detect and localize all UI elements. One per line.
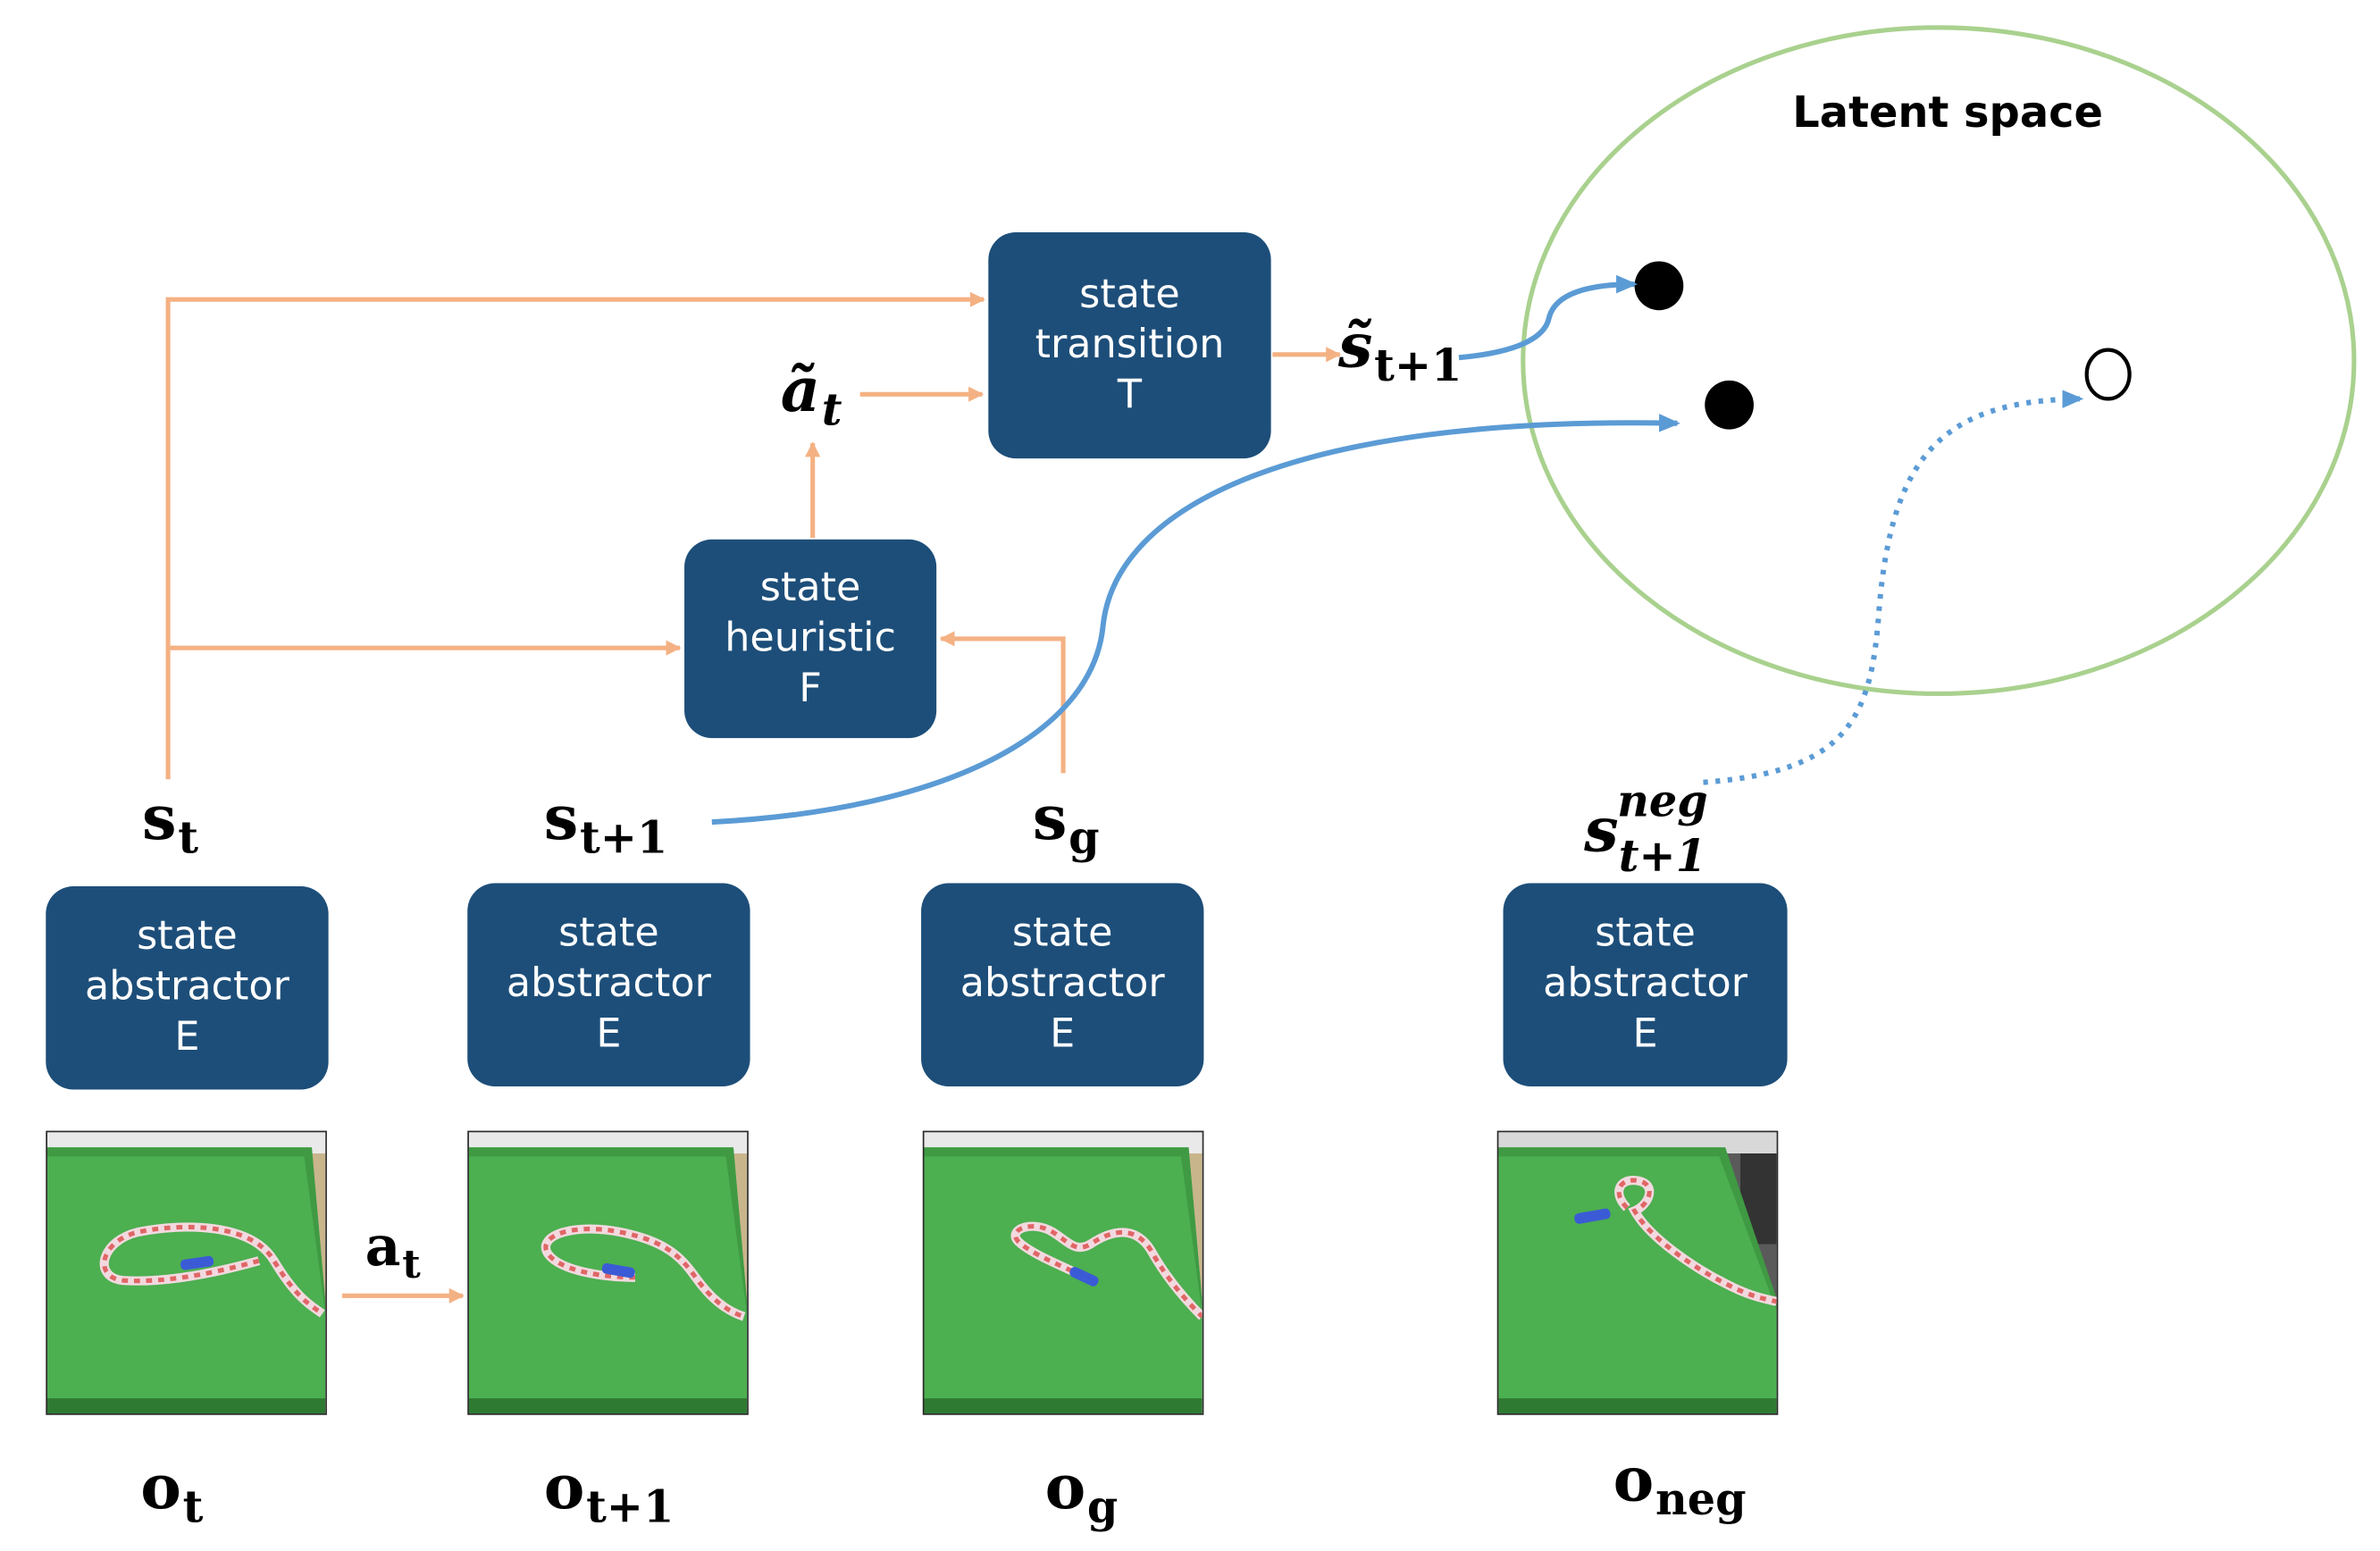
transition-line2: transition — [1035, 322, 1225, 368]
abstractor-line2: abstractor — [506, 960, 711, 1008]
latent-point-positive — [1705, 380, 1754, 430]
transition-line3: T — [1117, 372, 1143, 418]
abstractor-line1: state — [137, 913, 238, 960]
symbol-a-t: at — [365, 1214, 421, 1289]
symbol-a-tilde: ãt — [780, 354, 842, 436]
symbol-o-t1: ot+1 — [543, 1451, 675, 1533]
symbol-s-g: sg — [1032, 782, 1100, 864]
symbol-o-g: og — [1044, 1451, 1119, 1533]
arrow-stilde-to-latent — [1458, 274, 1638, 361]
abstractor-line3: E — [174, 1014, 200, 1061]
abstractor-line3: E — [596, 1011, 622, 1058]
state-abstractor-box-g: state abstractor E — [921, 883, 1204, 1087]
latent-point-predicted — [1634, 261, 1684, 311]
latent-space-title: Latent space — [1792, 87, 2103, 138]
abstractor-line2: abstractor — [1543, 960, 1748, 1008]
symbol-s-t1: st+1 — [543, 782, 668, 864]
observation-image-t — [46, 1130, 327, 1415]
heuristic-line3: F — [799, 665, 822, 712]
abstractor-line1: state — [1011, 910, 1113, 957]
transition-line1: state — [1079, 271, 1180, 317]
abstractor-line2: abstractor — [84, 964, 289, 1010]
state-abstractor-box-neg: state abstractor E — [1503, 883, 1788, 1087]
abstractor-line2: abstractor — [960, 960, 1165, 1008]
abstractor-line3: E — [1050, 1011, 1076, 1058]
abstractor-line1: state — [558, 910, 659, 957]
symbol-s-tilde: s̃t+1 — [1337, 310, 1462, 392]
state-transition-box: state transition T — [988, 231, 1271, 459]
latent-point-negative — [2084, 348, 2132, 401]
heuristic-line2: heuristic — [725, 615, 896, 661]
abstractor-line3: E — [1632, 1011, 1658, 1058]
arrow-sneg-to-latent — [1703, 390, 2084, 785]
observation-image-t1 — [467, 1130, 749, 1415]
state-heuristic-box: state heuristic F — [684, 539, 937, 739]
latent-space-ellipse — [1521, 25, 2357, 697]
state-abstractor-box-t1: state abstractor E — [467, 883, 750, 1087]
abstractor-line1: state — [1595, 910, 1696, 957]
state-abstractor-box-t: state abstractor E — [46, 885, 329, 1090]
observation-image-neg — [1496, 1130, 1779, 1415]
heuristic-line1: state — [759, 564, 861, 611]
arrow-st-to-transition — [165, 291, 985, 780]
symbol-o-t: ot — [140, 1451, 204, 1533]
symbol-s-t: st — [142, 782, 199, 864]
arrow-sg-to-heuristic — [939, 631, 1066, 774]
observation-image-g — [922, 1130, 1204, 1415]
symbol-o-neg: oneg — [1613, 1444, 1747, 1526]
arrow-st1-to-latent — [711, 414, 1680, 826]
